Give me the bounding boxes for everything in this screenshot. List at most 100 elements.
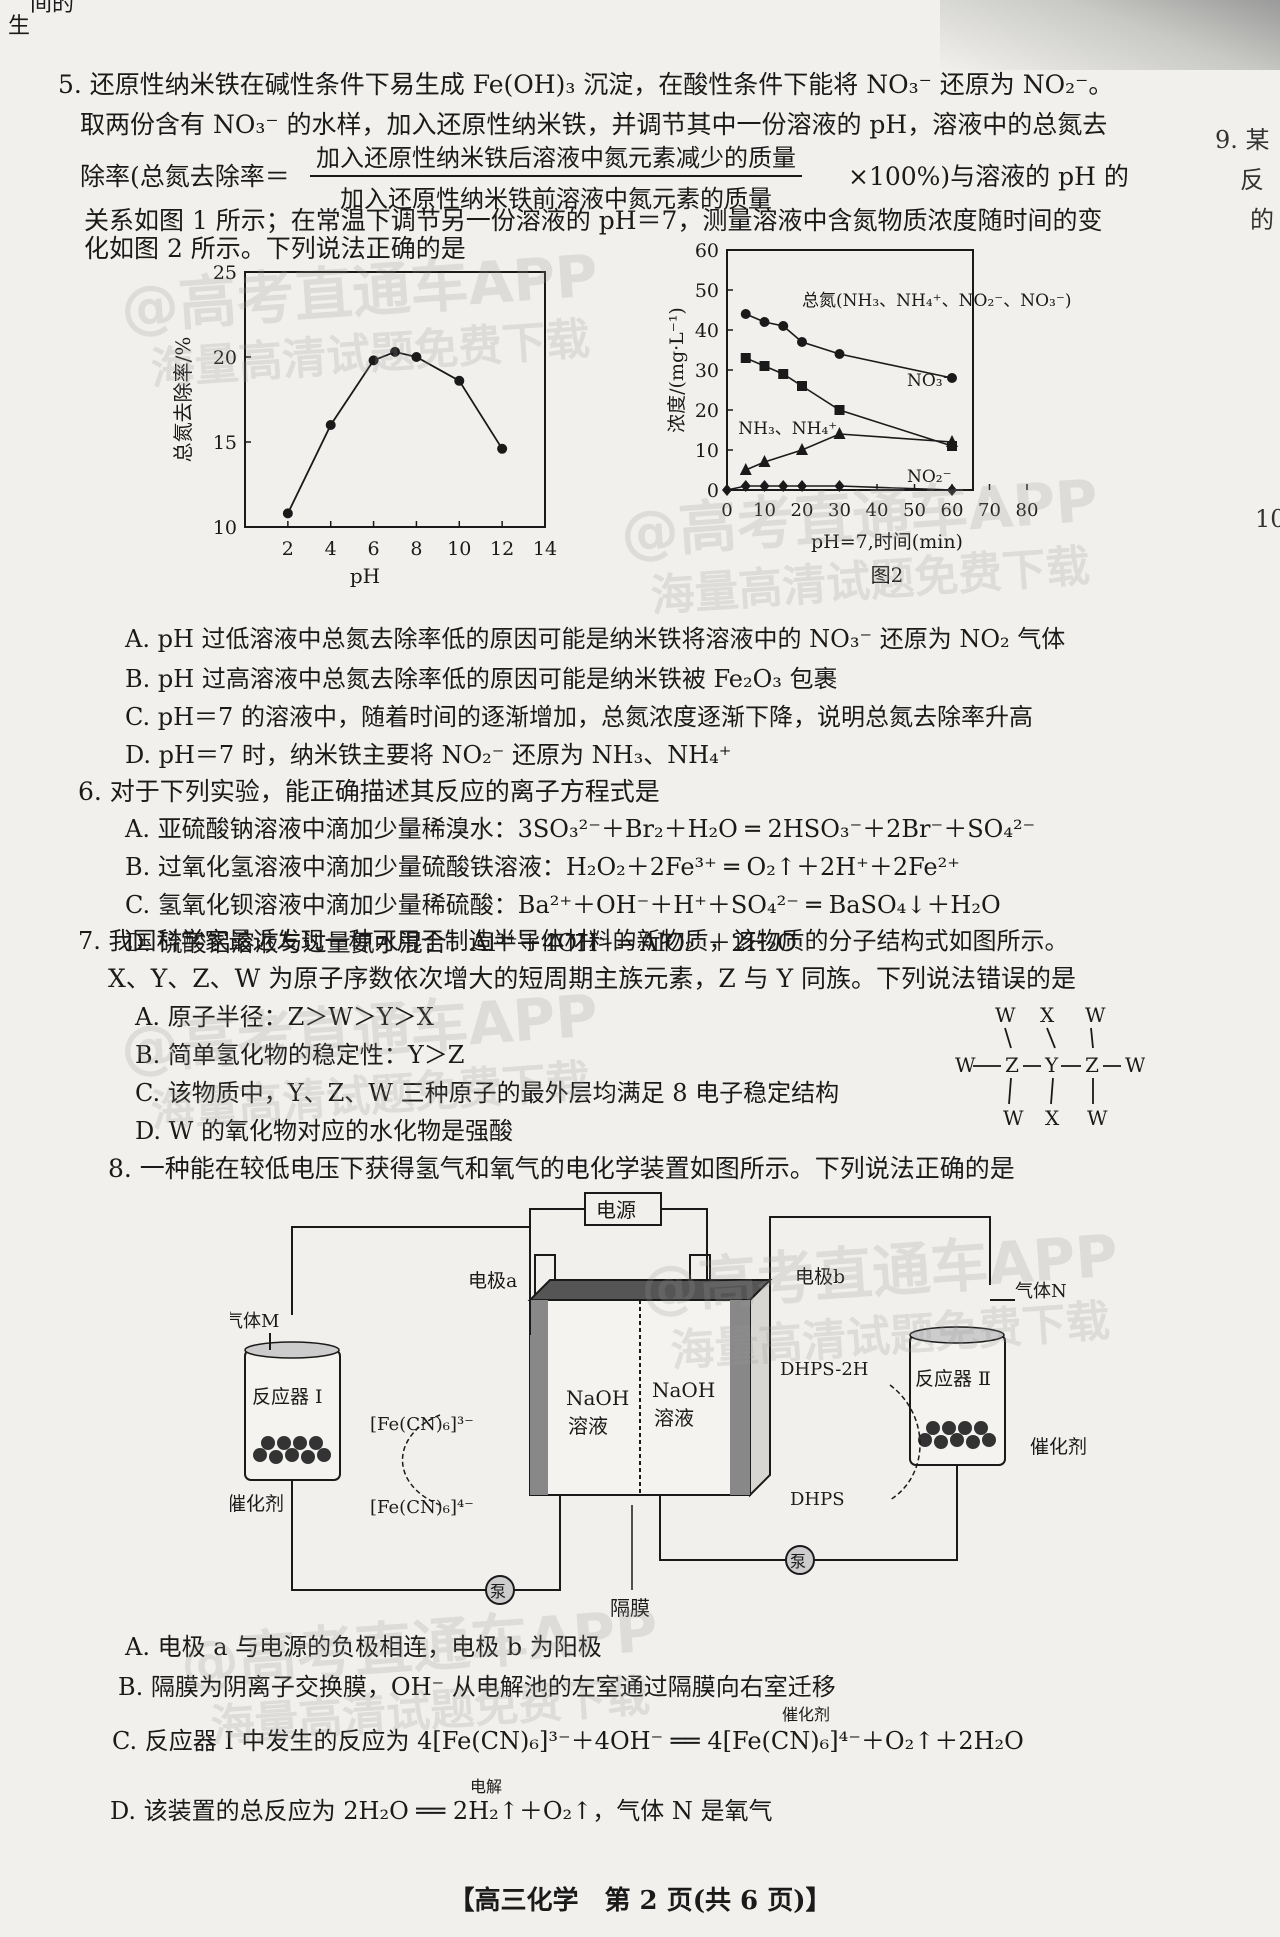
struct-w-top-right: W — [1085, 1003, 1106, 1027]
chart2-point-nh3 — [946, 435, 958, 447]
q7-line-1: 7. 我国科学家最近发现一种可用于制造半导体材料的新物质，该物质的分子结构式如图… — [78, 927, 1069, 955]
q5-fraction-denominator: 加入还原性纳米铁前溶液中氮元素的质量 — [340, 185, 772, 213]
chart2-xtick-label: 80 — [1016, 500, 1039, 521]
q7-option-c: C. 该物质中，Y、Z、W 三种原子的最外层均满足 8 电子稳定结构 — [135, 1079, 840, 1107]
pump-left-label: 泵 — [490, 1582, 506, 1601]
chart2-series-label-1: NO₃⁻ — [907, 371, 952, 391]
chart2-ytick-label: 60 — [695, 240, 719, 262]
pump-right — [785, 1545, 815, 1575]
chart2-point-no2 — [778, 480, 789, 492]
chart2-xtick-label: 50 — [903, 500, 926, 521]
chart1-ytick-label: 25 — [213, 262, 237, 284]
chart2-xlabel: pH=7,时间(min) — [811, 531, 963, 553]
dhps-2h-label: DHPS-2H — [780, 1359, 868, 1380]
electrode-b-label: 电极b — [795, 1266, 845, 1288]
q7-option-a: A. 原子半径：Z＞W＞Y＞X — [135, 1003, 434, 1031]
struct-w-bottom-left: W — [1003, 1106, 1024, 1130]
chart1-point — [411, 352, 422, 362]
chart2-series-line-2 — [745, 433, 953, 471]
struct-w-top-left: W — [995, 1003, 1016, 1027]
q6-stem: 6. 对于下列实验，能正确描述其反应的离子方程式是 — [78, 777, 660, 806]
chart2-series-line-0 — [745, 313, 953, 379]
q8-condition-catalyst: 催化剂 — [782, 1705, 831, 1724]
reactor-2-label: 反应器 Ⅱ — [915, 1368, 991, 1390]
chart1-point — [454, 375, 465, 386]
chart2-ylabel: 浓度/(mg·L⁻¹) — [666, 307, 688, 433]
q6-option-c: C. 氢氧化钡溶液中滴加少量稀硫酸：Ba²⁺＋OH⁻＋H⁺＋SO₄²⁻ ═ Ba… — [125, 891, 1001, 919]
gas-n-label: 气体N — [1015, 1281, 1067, 1302]
struct-z-left: Z — [1005, 1053, 1019, 1077]
chart2-point-nh3 — [833, 427, 846, 439]
q8-option-a: A. 电极 a 与电源的负极相连，电极 b 为阳极 — [125, 1633, 602, 1661]
q7-option-b: B. 简单氢化物的稳定性：Y＞Z — [135, 1041, 465, 1069]
chart2-ytick-label: 20 — [695, 400, 719, 422]
top-fragment-1: 间的 — [30, 0, 75, 17]
chart1-xlabel: pH — [350, 564, 380, 588]
chart2-series-label-3: NO₂⁻ — [907, 467, 952, 487]
chart1-point — [325, 420, 336, 430]
catalyst-beads-right — [918, 1421, 996, 1449]
struct-x-bottom: X — [1045, 1106, 1060, 1130]
struct-z-right: Z — [1085, 1053, 1099, 1077]
chart1-ytick-label: 10 — [213, 517, 237, 539]
chart2-point-no2 — [740, 480, 751, 492]
chart1-ylabel: 总氮去除率/% — [171, 337, 195, 463]
q6-option-a: A. 亚硫酸钠溶液中滴加少量稀溴水：3SO₃²⁻＋Br₂＋H₂O ═ 2HSO₃… — [125, 815, 1036, 843]
chart1-xtick-label: 2 — [282, 538, 294, 560]
q5-line-1: 5. 还原性纳米铁在碱性条件下易生成 Fe(OH)₃ 沉淀，在酸性条件下能将 N… — [58, 70, 1114, 99]
chart1-xtick-label: 14 — [533, 538, 557, 560]
chart1-xtick-label: 4 — [325, 538, 337, 560]
chart2-point-no2 — [722, 484, 732, 496]
naoh-right-1: NaOH — [652, 1378, 715, 1402]
chart2-title: 图2 — [871, 563, 904, 587]
chart2-point-total-n — [797, 337, 807, 347]
power-supply-label: 电源 — [596, 1198, 636, 1222]
catalyst-beads-left — [253, 1436, 331, 1464]
q8-condition-electrolysis: 电解 — [470, 1777, 503, 1796]
chart2-point-no2 — [759, 480, 770, 492]
q5-line-4: 关系如图 1 所示；在常温下调节另一份溶液的 pH＝7，测量溶液中含氮物质浓度随… — [84, 206, 1103, 235]
right-margin-de: 的 — [1250, 206, 1274, 234]
chart1-point — [368, 355, 379, 366]
chart2-point-nh3 — [758, 455, 771, 467]
electrode-a-label: 电极a — [468, 1270, 517, 1292]
chart1-xtick-label: 8 — [410, 538, 422, 560]
page-footer: 【高三化学 第 2 页(共 6 页)】 — [448, 1886, 832, 1916]
chart2-point-no2 — [797, 480, 807, 492]
chart2-xtick-label: 70 — [978, 500, 1001, 521]
q5-option-d: D. pH＝7 时，纳米铁主要将 NO₂⁻ 还原为 NH₃、NH₄⁺ — [125, 741, 732, 769]
q5-line-3-prefix: 除率(总氮去除率＝ — [80, 162, 290, 191]
chart2-series-label-2: NH₃、NH₄⁺ — [738, 419, 837, 439]
struct-x-top: X — [1040, 1003, 1055, 1027]
chart2-point-no3 — [759, 361, 770, 371]
chart1-ytick-label: 15 — [213, 432, 237, 454]
q8-option-b: B. 隔膜为阴离子交换膜，OH⁻ 从电解池的左室通过隔膜向右室迁移 — [118, 1673, 836, 1701]
q8-option-d: D. 该装置的总反应为 2H₂O ══ 2H₂↑＋O₂↑，气体 N 是氧气 — [110, 1797, 773, 1825]
struct-y-center: Y — [1044, 1053, 1059, 1077]
struct-w-bottom-right: W — [1087, 1106, 1108, 1130]
chart1-point — [282, 508, 293, 519]
chart2-xtick-label: 20 — [791, 500, 814, 521]
naoh-right-2: 溶液 — [654, 1406, 694, 1430]
chart1-xtick-label: 10 — [447, 538, 471, 560]
chart2-point-no2 — [834, 480, 845, 492]
chart2-ytick-label: 50 — [695, 280, 719, 302]
struct-w-left: W — [955, 1053, 976, 1077]
chart1-ytick-label: 20 — [213, 347, 237, 369]
reactor-1-label: 反应器 Ⅰ — [252, 1386, 323, 1408]
chart2-xtick-label: 40 — [866, 500, 889, 521]
chart2-xtick-label: 30 — [828, 500, 851, 521]
gas-m-label: 气体M — [230, 1311, 279, 1332]
electrode-a-plate — [530, 1300, 548, 1495]
chart2-point-no3 — [740, 353, 751, 363]
electrode-b-plate — [730, 1300, 750, 1495]
chart2-point-no3 — [778, 369, 789, 379]
chart2-ytick-label: 30 — [695, 360, 719, 382]
pump-left — [485, 1575, 515, 1605]
dhps-label: DHPS — [790, 1489, 845, 1510]
chart2-point-total-n — [947, 373, 957, 383]
chart2-xtick-label: 60 — [941, 500, 964, 521]
q5-line-5: 化如图 2 所示。下列说法正确的是 — [84, 234, 466, 263]
chart2-point-no3 — [834, 405, 845, 415]
